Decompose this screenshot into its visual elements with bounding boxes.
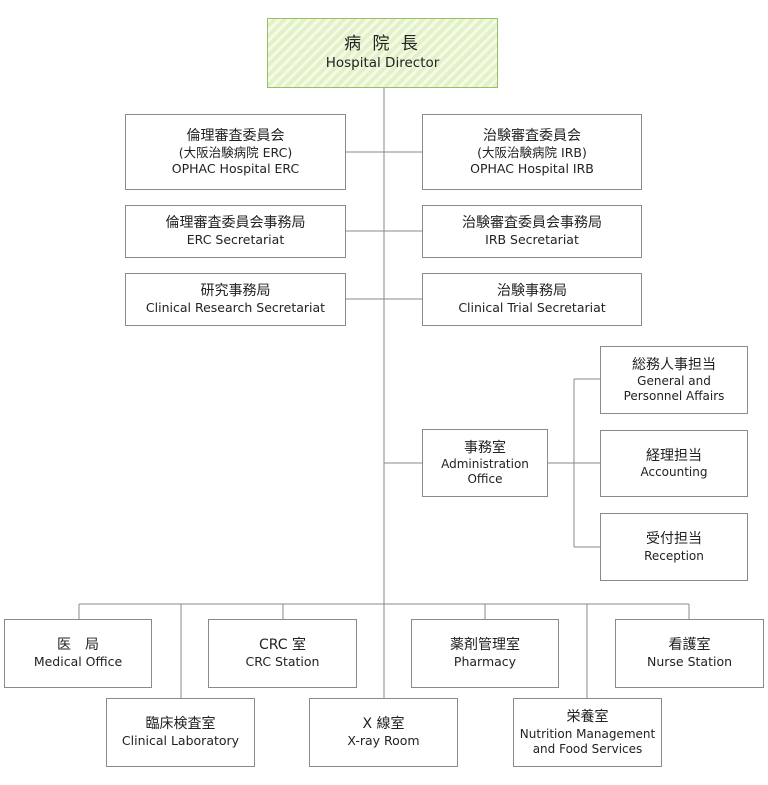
nutrition-ja: 栄養室	[566, 709, 609, 726]
pharmacy-ja: 薬剤管理室	[450, 637, 520, 654]
director-en: Hospital Director	[325, 55, 440, 72]
lab-ja: 臨床検査室	[145, 716, 216, 733]
trial-secretariat-ja: 治験事務局	[497, 283, 567, 300]
general-affairs-box: 総務人事担当 General and Personnel Affairs	[600, 346, 748, 414]
reception-box: 受付担当 Reception	[600, 513, 748, 581]
pharmacy-en: Pharmacy	[453, 654, 517, 670]
xray-room-box: X 線室 X-ray Room	[309, 698, 458, 767]
erc-committee-box: 倫理審査委員会 (大阪治験病院 ERC) OPHAC Hospital ERC	[125, 114, 346, 190]
nurse-ja: 看護室	[668, 637, 711, 654]
erc-ja-sub: (大阪治験病院 ERC)	[178, 144, 293, 160]
nurse-station-box: 看護室 Nurse Station	[615, 619, 764, 688]
medical-office-box: 医 局 Medical Office	[4, 619, 152, 688]
pharmacy-box: 薬剤管理室 Pharmacy	[411, 619, 559, 688]
research-secretariat-box: 研究事務局 Clinical Research Secretariat	[125, 273, 346, 326]
erc-secretariat-en: ERC Secretariat	[186, 232, 285, 248]
irb-ja-sub: (大阪治験病院 IRB)	[477, 144, 587, 160]
crc-station-box: CRC 室 CRC Station	[208, 619, 357, 688]
general-ja: 総務人事担当	[632, 356, 716, 373]
xray-en: X-ray Room	[347, 733, 420, 749]
director-ja: 病 院 長	[344, 34, 421, 55]
irb-secretariat-en: IRB Secretariat	[485, 232, 579, 248]
erc-ja: 倫理審査委員会	[186, 127, 285, 144]
accounting-box: 経理担当 Accounting	[600, 430, 748, 497]
erc-secretariat-ja: 倫理審査委員会事務局	[165, 215, 306, 232]
crc-en: CRC Station	[245, 654, 320, 670]
administration-office-box: 事務室 Administration Office	[422, 429, 548, 497]
irb-ja: 治験審査委員会	[483, 127, 581, 144]
admin-office-ja: 事務室	[464, 439, 506, 456]
research-secretariat-ja: 研究事務局	[200, 283, 271, 300]
nurse-en: Nurse Station	[646, 654, 733, 670]
general-en: General and	[637, 374, 711, 389]
admin-office-en2: Office	[467, 472, 503, 487]
crc-ja: CRC 室	[258, 637, 307, 654]
admin-office-en: Administration	[441, 457, 529, 472]
lab-en: Clinical Laboratory	[121, 733, 240, 749]
hospital-director-box: 病 院 長 Hospital Director	[267, 18, 498, 88]
nutrition-en2: and Food Services	[532, 741, 643, 756]
medical-en: Medical Office	[33, 654, 123, 670]
accounting-en: Accounting	[640, 465, 708, 480]
irb-en: OPHAC Hospital IRB	[470, 161, 594, 177]
erc-secretariat-box: 倫理審査委員会事務局 ERC Secretariat	[125, 205, 346, 258]
general-en2: Personnel Affairs	[623, 389, 725, 404]
irb-secretariat-box: 治験審査委員会事務局 IRB Secretariat	[422, 205, 642, 258]
trial-secretariat-box: 治験事務局 Clinical Trial Secretariat	[422, 273, 642, 326]
nutrition-en: Nutrition Management	[519, 726, 656, 741]
medical-ja: 医 局	[57, 637, 99, 654]
irb-secretariat-ja: 治験審査委員会事務局	[462, 215, 602, 232]
accounting-ja: 経理担当	[646, 447, 702, 464]
irb-committee-box: 治験審査委員会 (大阪治験病院 IRB) OPHAC Hospital IRB	[422, 114, 642, 190]
clinical-laboratory-box: 臨床検査室 Clinical Laboratory	[106, 698, 255, 767]
erc-en: OPHAC Hospital ERC	[171, 161, 300, 177]
trial-secretariat-en: Clinical Trial Secretariat	[458, 300, 606, 316]
research-secretariat-en: Clinical Research Secretariat	[145, 300, 326, 316]
nutrition-box: 栄養室 Nutrition Management and Food Servic…	[513, 698, 662, 767]
xray-ja: X 線室	[362, 716, 405, 733]
reception-ja: 受付担当	[646, 531, 702, 548]
reception-en: Reception	[644, 548, 704, 563]
